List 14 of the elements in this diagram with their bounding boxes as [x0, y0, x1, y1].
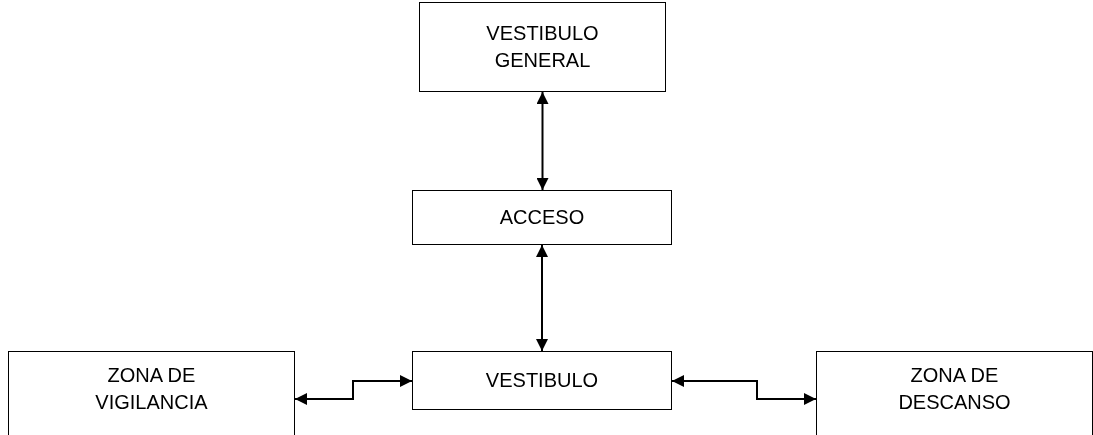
double-arrow — [671, 375, 817, 405]
room-label: ZONA DE DESCANSO — [897, 363, 1012, 415]
room-box — [412, 190, 672, 245]
room-label: ZONA DE VIGILANCIA — [94, 363, 209, 415]
room-box — [419, 2, 666, 92]
room-label: ACCESO — [499, 205, 585, 230]
room-label: VESTIBULO — [485, 368, 599, 393]
double-arrow — [536, 244, 548, 352]
room-box — [816, 351, 1093, 435]
room-box — [412, 351, 672, 410]
room-box — [8, 351, 295, 435]
room-label: VESTIBULO GENERAL — [485, 21, 600, 73]
double-arrow — [294, 375, 413, 405]
double-arrow — [536, 91, 549, 191]
